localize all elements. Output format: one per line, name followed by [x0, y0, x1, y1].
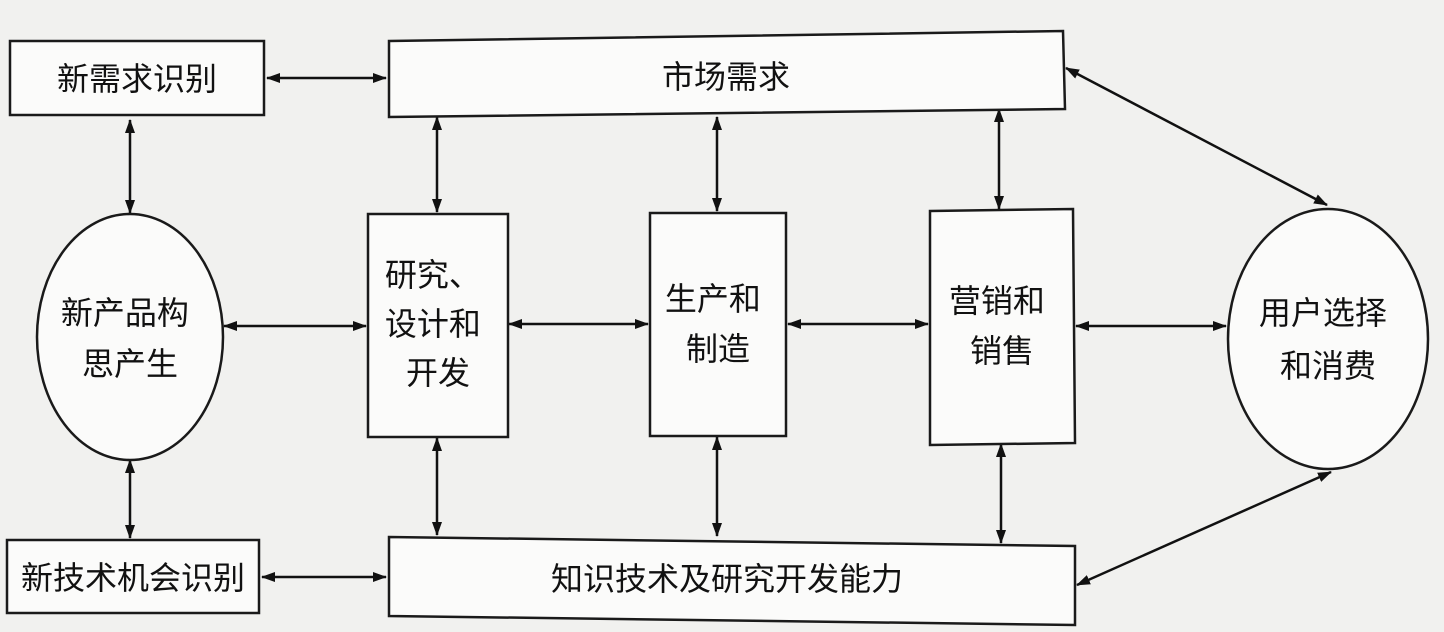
node-manufacturing-line-2: 制造 — [686, 330, 750, 368]
connectors — [125, 66, 1332, 587]
node-need-recognition-label: 新需求识别 — [57, 60, 217, 98]
svg-text:研究、 设计和 开发: 研究、 设计和 开发 — [385, 256, 491, 392]
node-marketing-line-1: 营销和 — [949, 282, 1045, 320]
node-user-choice: 用户选择 和消费 — [1226, 207, 1430, 471]
node-knowledge-capability-label: 知识技术及研究开发能力 — [551, 560, 903, 598]
node-tech-opportunity: 新技术机会识别 — [5, 538, 261, 615]
node-need-recognition: 新需求识别 — [8, 39, 266, 117]
node-rd-line-3: 开发 — [406, 354, 470, 392]
node-marketing-line-2: 销售 — [970, 332, 1034, 370]
node-market-demand-label: 市场需求 — [662, 58, 790, 96]
svg-text:生产和 制造: 生产和 制造 — [665, 280, 771, 368]
node-concept-generation: 新产品构 思产生 — [35, 212, 225, 462]
arrow-knowledge-user — [1076, 470, 1332, 587]
node-user-line-1: 用户选择 — [1259, 294, 1387, 332]
node-concept-line-2: 思产生 — [82, 345, 178, 383]
node-rd-design: 研究、 设计和 开发 — [366, 212, 510, 439]
node-rd-line-1: 研究、 — [385, 256, 481, 294]
arrow-market-user — [1065, 66, 1328, 207]
svg-text:营销和 销售: 营销和 销售 — [949, 282, 1055, 370]
node-knowledge-capability: 知识技术及研究开发能力 — [387, 535, 1077, 627]
svg-text:用户选择 和消费: 用户选择 和消费 — [1259, 294, 1397, 385]
node-marketing-sales: 营销和 销售 — [928, 207, 1077, 447]
node-market-demand: 市场需求 — [387, 29, 1067, 119]
node-tech-opportunity-label: 新技术机会识别 — [21, 559, 245, 597]
node-concept-line-1: 新产品构 — [61, 294, 189, 332]
node-user-line-2: 和消费 — [1280, 347, 1376, 385]
node-manufacturing-line-1: 生产和 — [665, 280, 761, 318]
node-rd-line-2: 设计和 — [385, 305, 481, 343]
node-manufacturing: 生产和 制造 — [648, 211, 788, 438]
svg-text:新产品构 思产生: 新产品构 思产生 — [61, 294, 199, 383]
